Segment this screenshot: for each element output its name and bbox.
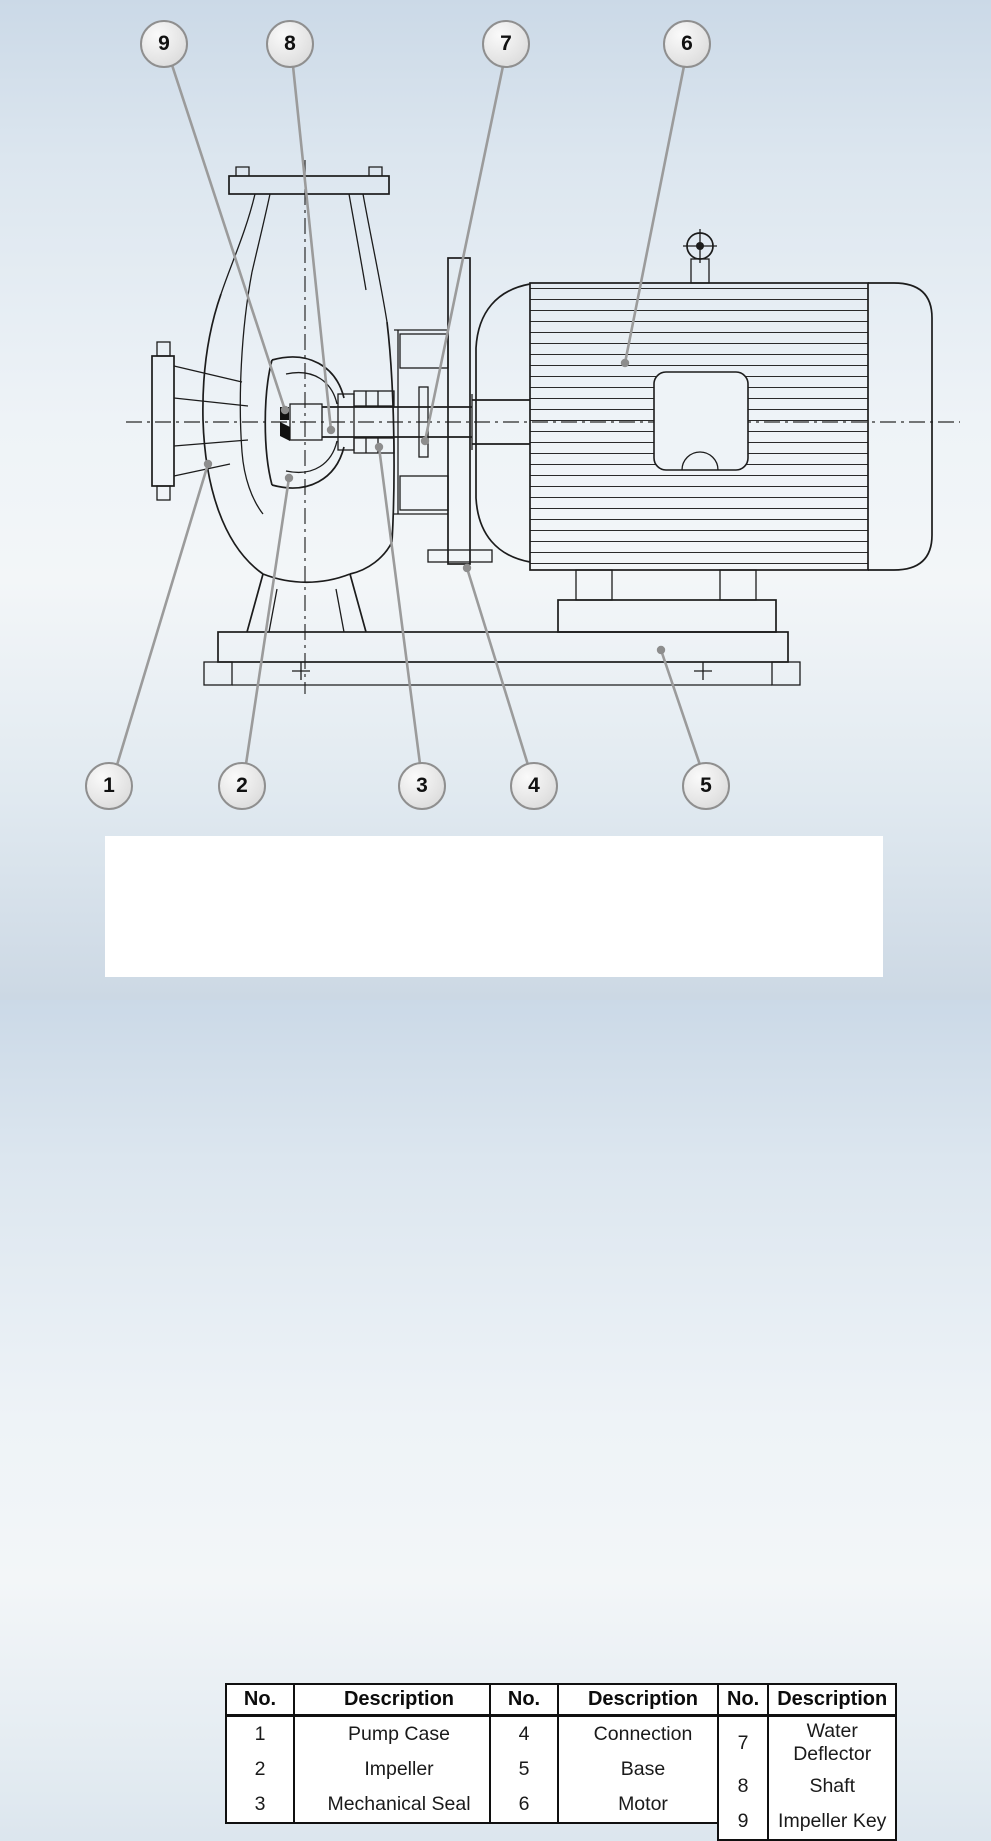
part-number-cell: 7 <box>718 1715 770 1769</box>
callout-2: 2 <box>218 762 266 810</box>
leader-dot-2 <box>284 473 294 483</box>
connection-bracket <box>394 257 493 565</box>
part-description-cell: Connection <box>593 1723 693 1745</box>
callout-3: 3 <box>398 762 446 810</box>
leader-line-7 <box>423 64 505 443</box>
part-number-cell: 6 <box>490 1787 559 1823</box>
leader-lines <box>115 63 702 767</box>
col-header-no: No. <box>226 1684 295 1717</box>
part-description-cell: Impeller Key <box>778 1810 887 1832</box>
motor-end-bell <box>475 283 531 563</box>
leader-line-1 <box>115 462 210 767</box>
leader-line-4 <box>465 566 530 767</box>
callout-2-label: 2 <box>236 774 248 797</box>
lifting-eyebolt <box>683 229 717 284</box>
impeller-nut <box>280 422 290 441</box>
table-header-row: No. Description <box>490 1684 728 1717</box>
part-description-cell: Impeller <box>364 1758 434 1780</box>
seal-gland <box>337 393 355 451</box>
callout-4-label: 4 <box>528 774 540 797</box>
pump-sectional-drawing <box>115 63 960 767</box>
part-number-cell: 2 <box>226 1752 295 1787</box>
pump-support-foot <box>246 573 367 633</box>
leader-dot-5 <box>656 645 666 655</box>
parts-table-2: No. Description 4 Connection 5 Base 6 Mo… <box>489 1683 729 1824</box>
pump-case <box>202 271 395 584</box>
callout-6-label: 6 <box>681 32 693 55</box>
part-number-cell: 9 <box>718 1804 770 1840</box>
callout-4: 4 <box>510 762 558 810</box>
callout-9: 9 <box>140 20 188 68</box>
callout-5-label: 5 <box>700 774 712 797</box>
part-description-cell: Pump Case <box>348 1723 450 1745</box>
parts-table-3: No. Description 7 Water Deflector 8 Shaf… <box>717 1683 898 1841</box>
leader-line-9 <box>170 63 287 412</box>
callout-1: 1 <box>85 762 133 810</box>
part-number-cell: 3 <box>226 1787 295 1823</box>
part-description-cell: Base <box>620 1758 666 1780</box>
leader-line-2 <box>244 476 291 766</box>
leader-dot-4 <box>462 563 472 573</box>
callout-8: 8 <box>266 20 314 68</box>
leader-dot-3 <box>374 442 384 452</box>
table-row: 1 Pump Case <box>226 1715 504 1752</box>
callout-3-label: 3 <box>416 774 428 797</box>
table-row: 8 Shaft <box>718 1769 896 1804</box>
leader-dot-1 <box>203 459 213 469</box>
mechanical-seal <box>353 390 395 454</box>
parts-table-panel: No. Description 1 Pump Case 2 Impeller 3… <box>105 836 898 1841</box>
table-row: 2 Impeller <box>226 1752 504 1787</box>
table-row: 9 Impeller Key <box>718 1804 896 1840</box>
leader-line-6 <box>623 64 686 365</box>
leader-dots <box>203 358 666 655</box>
part-number-cell: 4 <box>490 1715 559 1752</box>
motor-feet <box>557 569 777 633</box>
part-description-cell: Motor <box>618 1793 668 1815</box>
leader-dot-6 <box>620 358 630 368</box>
callout-6: 6 <box>663 20 711 68</box>
leader-line-5 <box>659 648 702 767</box>
motor-rear-cap <box>868 282 933 571</box>
parts-table-1: No. Description 1 Pump Case 2 Impeller 3… <box>225 1683 505 1824</box>
col-header-description: Description <box>558 1684 728 1717</box>
leader-line-3 <box>377 445 422 766</box>
table-row: 5 Base <box>490 1752 728 1787</box>
table-row: 7 Water Deflector <box>718 1715 896 1769</box>
col-header-description: Description <box>294 1684 504 1717</box>
leader-line-8 <box>291 64 333 432</box>
callout-9-label: 9 <box>158 32 170 55</box>
callout-5: 5 <box>682 762 730 810</box>
motor-junction-box <box>653 371 749 471</box>
part-description-cell: Mechanical Seal <box>327 1793 471 1815</box>
part-description-cell: Shaft <box>809 1775 855 1797</box>
part-description-cell: Water Deflector <box>793 1720 872 1765</box>
part-number-cell: 1 <box>226 1715 295 1752</box>
shaft <box>322 394 530 450</box>
col-header-no: No. <box>718 1684 770 1717</box>
discharge-flange <box>220 166 390 323</box>
pump-diagram-page: 9 8 7 6 1 2 3 4 5 No. Description 1 Pump… <box>85 20 960 1841</box>
col-header-no: No. <box>490 1684 559 1717</box>
table-row: 4 Connection <box>490 1715 728 1752</box>
table-header-row: No. Description <box>226 1684 504 1717</box>
col-header-description: Description <box>768 1684 897 1717</box>
table-header-row: No. Description <box>718 1684 897 1717</box>
part-number-cell: 8 <box>718 1769 770 1804</box>
callout-7-label: 7 <box>500 32 512 55</box>
leader-dot-9 <box>280 405 290 415</box>
table-row: 3 Mechanical Seal <box>226 1787 504 1823</box>
table-row: 6 Motor <box>490 1787 728 1823</box>
callout-1-label: 1 <box>103 774 115 797</box>
callout-7: 7 <box>482 20 530 68</box>
part-number-cell: 5 <box>490 1752 559 1787</box>
leader-dot-8 <box>326 425 336 435</box>
suction-flange <box>151 341 249 501</box>
callout-8-label: 8 <box>284 32 296 55</box>
leader-dot-7 <box>420 436 430 446</box>
